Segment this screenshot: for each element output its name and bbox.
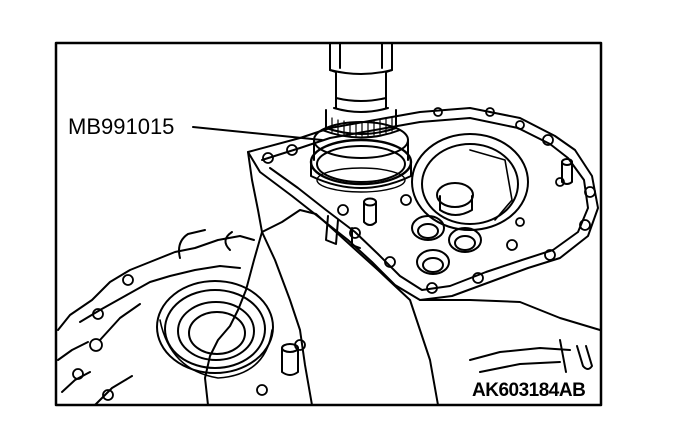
output-bore-outer	[156, 280, 274, 374]
main-bore-inner	[421, 143, 519, 225]
flange-bolt-holes	[262, 107, 596, 294]
dowel-pin-left	[363, 201, 377, 226]
figure-code: AK603184AB	[472, 380, 586, 401]
output-bore-seal	[177, 301, 255, 361]
callout-leader-line	[192, 126, 323, 141]
housing-stud	[281, 347, 299, 376]
case-flange-inner-edge	[261, 117, 589, 291]
main-bore-outer	[411, 133, 529, 231]
output-bore-ring	[164, 289, 266, 369]
dowel-pin-right	[561, 161, 573, 185]
figure-frame	[54, 41, 603, 407]
case-flange-outline	[247, 107, 599, 301]
output-bore-inner	[188, 311, 246, 355]
socket-3	[416, 249, 450, 275]
special-tool-mb991015	[309, 42, 413, 193]
tool-callout-label: MB991015	[68, 114, 175, 139]
shaft-end-in-bore	[436, 182, 474, 208]
left-housing	[57, 235, 255, 331]
socket-1	[411, 215, 445, 241]
socket-2	[448, 227, 482, 253]
